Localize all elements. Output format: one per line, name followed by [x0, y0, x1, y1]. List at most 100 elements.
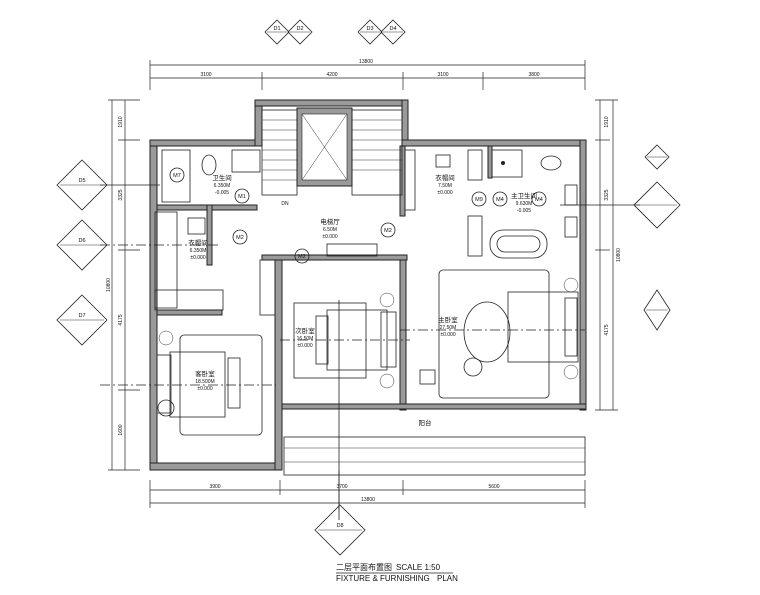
door-tag: M1	[234, 188, 250, 204]
plan-linework	[419, 369, 436, 385]
plan-label: 卫生间	[212, 173, 232, 182]
drawing-title-en: FIXTURE & FURNISHING	[336, 574, 430, 583]
plan-label: 主卧室	[438, 315, 458, 324]
plan-linework	[463, 301, 511, 363]
dim-bottom-2: 3700	[336, 484, 347, 490]
plan-label: 主卫生间	[511, 191, 537, 200]
plan-label: 衣帽间	[188, 238, 208, 247]
callout-right-3	[643, 289, 671, 331]
plan-label: D3	[366, 26, 373, 32]
door-tag: M2	[380, 222, 396, 238]
plan-linework	[644, 144, 670, 170]
plan-label: 次卧室	[295, 326, 315, 335]
plan-linework	[540, 155, 562, 171]
plan-linework	[149, 139, 263, 147]
callout-right-1	[644, 144, 670, 170]
dim-top-3: 3100	[437, 72, 448, 78]
door-tag: M2	[294, 248, 310, 264]
walls	[149, 99, 587, 471]
plan-linework	[467, 215, 483, 257]
callout-top-4: D4	[380, 19, 406, 45]
drawing-scale: SCALE 1:50	[396, 563, 441, 572]
plan-linework	[56, 159, 108, 211]
plan-label: 6.350M	[214, 183, 231, 189]
plan-label: D4	[389, 26, 396, 32]
plan-linework	[438, 269, 550, 399]
plan-label: 16.50M	[297, 336, 314, 342]
plan-linework	[564, 184, 578, 206]
plan-linework	[399, 145, 406, 217]
plan-label: -0.005	[517, 208, 531, 214]
plan-linework	[633, 181, 681, 229]
dim-top-1: 3100	[200, 72, 211, 78]
dim-top-4: 3800	[528, 72, 539, 78]
plan-linework	[201, 154, 217, 176]
plan-linework	[227, 357, 241, 409]
plan-linework	[169, 351, 226, 418]
callout-right-2	[633, 181, 681, 229]
dim-left-2: 3325	[118, 189, 124, 200]
dim-bottom-1: 3900	[209, 484, 220, 490]
plan-label: 阳台	[419, 418, 432, 427]
plan-linework	[435, 154, 451, 168]
furniture	[154, 149, 586, 476]
plan-linework	[491, 149, 523, 178]
plan-linework	[206, 204, 213, 266]
plan-label: 客卧室	[195, 369, 215, 378]
callout-left-1: D5	[56, 159, 108, 211]
plan-linework	[274, 259, 283, 471]
dim-left-total: 10800	[106, 278, 112, 292]
drawing-title-block: 二层平面布置图 SCALE 1:50 FIXTURE & FURNISHING …	[336, 562, 458, 583]
plan-linework	[487, 145, 493, 179]
plan-linework	[563, 364, 579, 380]
plan-linework	[293, 302, 367, 379]
stair-label: DN	[281, 201, 289, 207]
plan-label: D2	[296, 26, 303, 32]
dim-right-3: 4175	[604, 324, 610, 335]
section-callouts: D1 D2 D3 D4 D5 D6 D7 D8	[56, 19, 681, 556]
plan-label: D6	[78, 238, 85, 244]
plan-label: 6.50M	[323, 227, 337, 233]
plan-linework	[489, 229, 548, 259]
plan-linework	[399, 254, 407, 411]
door-tag: M9	[471, 191, 487, 207]
dim-right-total: 10800	[616, 248, 622, 262]
plan-linework	[507, 291, 579, 363]
plan-linework	[531, 191, 547, 207]
plan-label: M9	[475, 197, 483, 203]
dim-right-1: 1910	[604, 116, 610, 127]
plan-linework	[281, 403, 587, 410]
plan-linework	[154, 211, 178, 309]
dim-left-3: 4175	[118, 314, 124, 325]
plan-label: 电梯厅	[320, 217, 340, 226]
plan-linework	[254, 99, 263, 147]
plan-label: 6.350M	[190, 248, 207, 254]
plan-linework	[287, 19, 313, 45]
callout-left-3: D7	[56, 294, 108, 346]
drawing-title-cn: 二层平面布置图	[336, 562, 392, 572]
plan-label: D5	[78, 178, 85, 184]
plan-label: M2	[236, 235, 244, 241]
plan-label: 衣帽间	[435, 173, 455, 182]
plan-linework	[326, 309, 388, 371]
plan-linework	[169, 167, 185, 183]
plan-label: ±0.000	[190, 255, 205, 261]
plan-label: D7	[78, 313, 85, 319]
plan-linework	[261, 254, 408, 261]
plan-linework	[161, 149, 191, 203]
plan-linework	[564, 297, 578, 357]
callout-bottom: D8	[314, 504, 366, 556]
plan-label: ±0.000	[437, 190, 452, 196]
plan-linework	[254, 99, 409, 107]
door-tags: M1 M2 M2 M2 M4 M4 M9 M7	[169, 167, 547, 264]
stairs: DN	[261, 109, 403, 207]
plan-linework	[149, 139, 158, 471]
room-label-balcony: 阳台	[419, 418, 432, 427]
